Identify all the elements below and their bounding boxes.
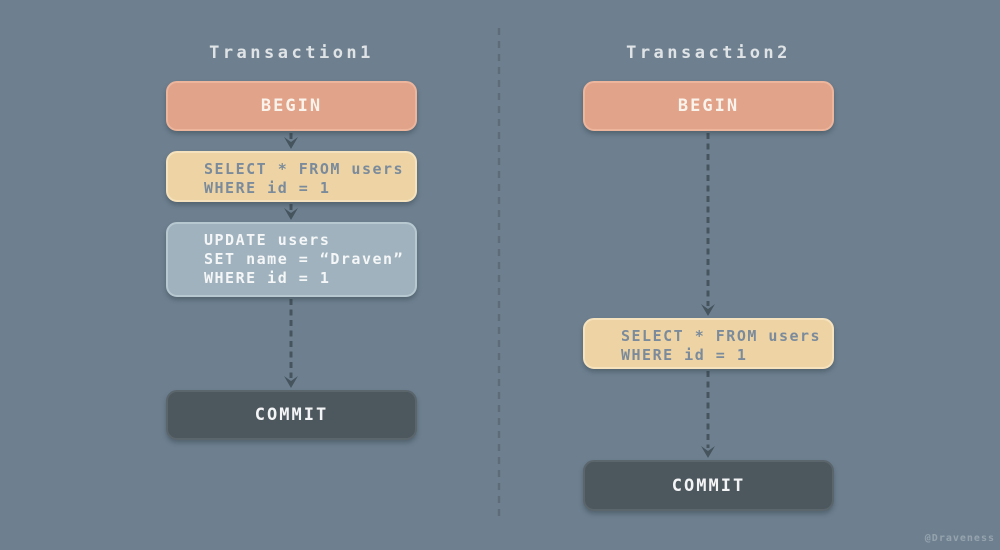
- t2-begin-box: BEGIN: [583, 81, 834, 131]
- t2-select-box: SELECT * FROM users WHERE id = 1: [583, 318, 834, 369]
- t1-select-box: SELECT * FROM users WHERE id = 1: [166, 151, 417, 202]
- t1-update-line1: UPDATE users: [204, 231, 331, 249]
- t2-begin-label: BEGIN: [677, 96, 740, 116]
- arrow-t2-begin-to-select: [701, 133, 715, 316]
- arrow-t1-update-to-commit: [284, 299, 298, 388]
- t2-select-line1: SELECT * FROM users: [621, 327, 822, 345]
- arrow-t1-begin-to-select: [284, 133, 298, 149]
- t2-commit-box: COMMIT: [583, 460, 834, 511]
- transaction2-title: Transaction2: [626, 43, 791, 63]
- t1-update-line2: SET name = “Draven”: [204, 250, 405, 268]
- arrow-t1-select-to-update: [284, 204, 298, 220]
- watermark: @Draveness: [924, 533, 995, 544]
- t1-commit-box: COMMIT: [166, 390, 417, 440]
- t1-begin-label: BEGIN: [260, 96, 323, 116]
- t1-update-line3: WHERE id = 1: [204, 269, 331, 287]
- t1-select-line2: WHERE id = 1: [204, 179, 331, 197]
- t1-commit-label: COMMIT: [254, 405, 329, 425]
- t1-update-box: UPDATE users SET name = “Draven” WHERE i…: [166, 222, 417, 297]
- transaction1-title: Transaction1: [209, 43, 374, 63]
- t1-select-line1: SELECT * FROM users: [204, 160, 405, 178]
- arrow-t2-select-to-commit: [701, 371, 715, 458]
- t1-begin-box: BEGIN: [166, 81, 417, 131]
- t2-select-line2: WHERE id = 1: [621, 346, 748, 364]
- t2-commit-label: COMMIT: [671, 475, 746, 496]
